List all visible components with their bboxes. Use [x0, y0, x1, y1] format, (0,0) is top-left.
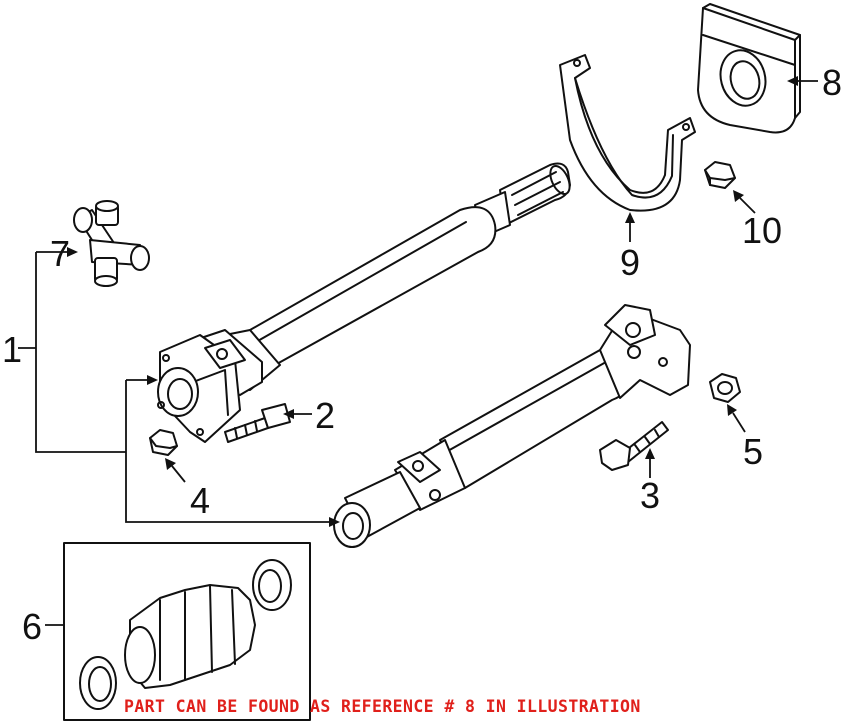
center-support-bearing [697, 3, 801, 134]
callout-3: 3 [640, 475, 661, 516]
callout-5: 5 [743, 431, 764, 472]
callout-2: 2 [315, 395, 336, 436]
callout-8: 8 [822, 62, 843, 103]
part-reference-notice: PART CAN BE FOUND AS REFERENCE # 8 IN IL… [124, 697, 641, 716]
bearing-bracket [559, 54, 696, 212]
nut-5 [709, 373, 741, 403]
callout-6: 6 [22, 606, 43, 647]
leader-lines [18, 76, 818, 626]
callout-7: 7 [50, 233, 71, 274]
callout-1: 1 [2, 329, 23, 370]
boot-kit [63, 542, 311, 721]
rear-driveshaft [333, 304, 691, 548]
universal-joint [73, 200, 150, 287]
callout-10: 10 [742, 210, 783, 251]
front-driveshaft [157, 162, 571, 443]
flange-bolt-rear [599, 421, 669, 471]
bracket-nut [704, 161, 736, 189]
callout-9: 9 [620, 242, 641, 283]
nut-4 [149, 429, 178, 456]
callout-4: 4 [190, 480, 211, 521]
flange-bolt-front [224, 403, 291, 443]
